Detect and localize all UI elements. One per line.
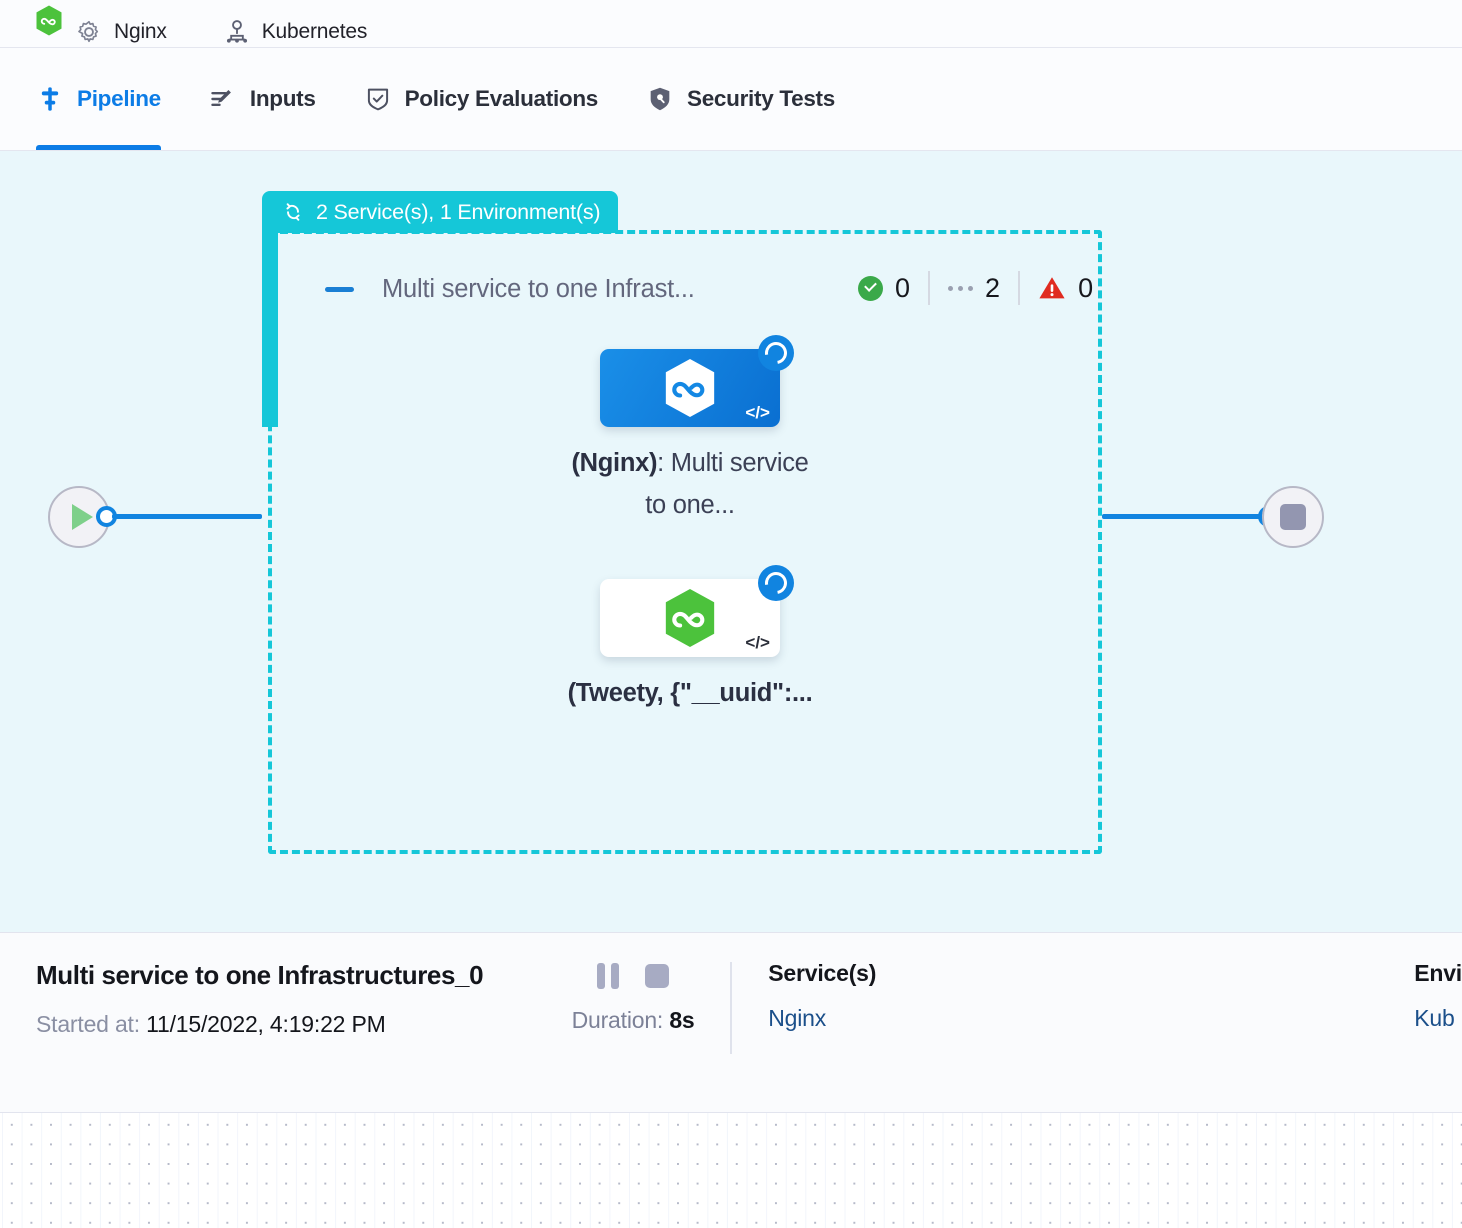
running-dots-icon: [948, 285, 974, 291]
connector-start-to-group: [112, 514, 262, 519]
tab-bar: Pipeline Inputs Policy Evaluations Secur…: [0, 48, 1462, 151]
node-label-rest: : Multi service to one...: [645, 449, 809, 519]
execution-controls: Duration: 8s: [536, 960, 731, 1034]
spinner-icon: [758, 565, 794, 601]
pipeline-canvas[interactable]: 2 Service(s), 1 Environment(s) Multi ser…: [0, 151, 1462, 932]
group-title: Multi service to one Infrast...: [382, 275, 695, 303]
node-label: (Tweety, {"__uuid":...: [565, 672, 815, 714]
tab-inputs[interactable]: Inputs: [209, 48, 316, 150]
node-card[interactable]: </>: [600, 565, 794, 657]
stop-icon: [1280, 504, 1306, 530]
success-check-icon: [858, 275, 883, 301]
spinner-icon: [758, 335, 794, 371]
environment-link-kubernetes[interactable]: Kub: [1414, 1005, 1455, 1031]
connector-group-to-end: [1102, 514, 1268, 519]
node-label-service: (Nginx): [571, 449, 658, 477]
loop-repeat-icon: [286, 203, 300, 221]
gear-icon: [78, 20, 99, 43]
environments-heading: Envi: [1414, 960, 1462, 986]
security-shield-icon: [650, 87, 670, 111]
tab-label: Policy Evaluations: [404, 86, 599, 111]
pipeline-end-node[interactable]: [1262, 486, 1324, 548]
node-nginx[interactable]: </> (Nginx): Multi service to one...: [571, 335, 815, 526]
policy-shield-icon: [367, 88, 388, 111]
breadcrumb-item-kubernetes[interactable]: Kubernetes: [223, 17, 367, 47]
started-at-value: 11/15/2022, 4:19:22 PM: [146, 1011, 386, 1037]
status-running: 2: [930, 270, 1018, 306]
execution-summary: Multi service to one Infrastructures_0 S…: [0, 960, 536, 1038]
tab-security-tests[interactable]: Security Tests: [646, 48, 835, 150]
duration-label: Duration:: [571, 1007, 664, 1033]
duration-row: Duration: 8s: [572, 1007, 695, 1034]
canvas-grid-background: [0, 1113, 1462, 1228]
service-hex-icon: [665, 359, 715, 417]
node-card[interactable]: </>: [600, 335, 794, 427]
breadcrumb-item-label: Kubernetes: [261, 20, 368, 43]
group-status-counts: 0 2 0: [840, 270, 1111, 306]
node-label: (Nginx): Multi service to one...: [565, 442, 815, 526]
pipeline-icon: [41, 87, 59, 111]
tab-label: Inputs: [249, 86, 316, 111]
page-title: Multi service to one Infrastructures_0: [36, 960, 484, 990]
status-running-value: 2: [985, 272, 1001, 303]
pause-icon[interactable]: [597, 963, 620, 989]
service-link-nginx[interactable]: Nginx: [768, 1005, 827, 1031]
environments-column: Envi Kub: [1378, 960, 1462, 1032]
error-warning-icon: [1039, 277, 1065, 299]
inputs-icon: [211, 89, 231, 107]
status-success-value: 0: [895, 272, 911, 303]
group-badge[interactable]: 2 Service(s), 1 Environment(s): [262, 191, 619, 233]
services-heading: Service(s): [768, 960, 877, 986]
divider: [730, 962, 733, 1054]
breadcrumb: Nginx Kubernetes: [0, 0, 1462, 48]
minus-icon[interactable]: [325, 287, 354, 292]
status-error: 0: [1020, 270, 1111, 306]
status-error-value: 0: [1078, 272, 1094, 303]
divider: [1018, 271, 1021, 305]
node-label-service: (Tweety, {"__uuid":...: [567, 679, 813, 707]
kubernetes-icon: [226, 20, 247, 43]
divider: [928, 271, 931, 305]
code-glyph-icon: </>: [745, 403, 770, 422]
execution-detail-panel: Multi service to one Infrastructures_0 S…: [0, 932, 1462, 1113]
control-buttons: [597, 963, 670, 989]
tab-policy-evaluations[interactable]: Policy Evaluations: [364, 48, 598, 150]
tab-pipeline[interactable]: Pipeline: [36, 48, 161, 150]
stop-icon[interactable]: [645, 964, 670, 988]
status-success: 0: [840, 270, 928, 306]
service-hex-icon: [665, 589, 715, 647]
nginx-hex-icon: [36, 5, 62, 35]
tab-label: Pipeline: [77, 86, 161, 111]
tab-label: Security Tests: [687, 86, 835, 111]
node-tweety[interactable]: </> (Tweety, {"__uuid":...: [568, 565, 815, 714]
group-header: Multi service to one Infrast...: [325, 275, 695, 304]
group-container[interactable]: [268, 230, 1102, 854]
group-badge-label: 2 Service(s), 1 Environment(s): [316, 199, 601, 224]
started-at-row: Started at: 11/15/2022, 4:19:22 PM: [36, 1011, 536, 1038]
breadcrumb-item-label: Nginx: [114, 20, 167, 43]
breadcrumb-item-nginx[interactable]: Nginx: [34, 5, 167, 47]
play-icon: [71, 504, 93, 530]
started-at-label: Started at:: [36, 1011, 140, 1037]
code-glyph-icon: </>: [745, 633, 770, 652]
services-column: Service(s) Nginx: [732, 960, 876, 1032]
duration-value: 8s: [669, 1007, 695, 1033]
